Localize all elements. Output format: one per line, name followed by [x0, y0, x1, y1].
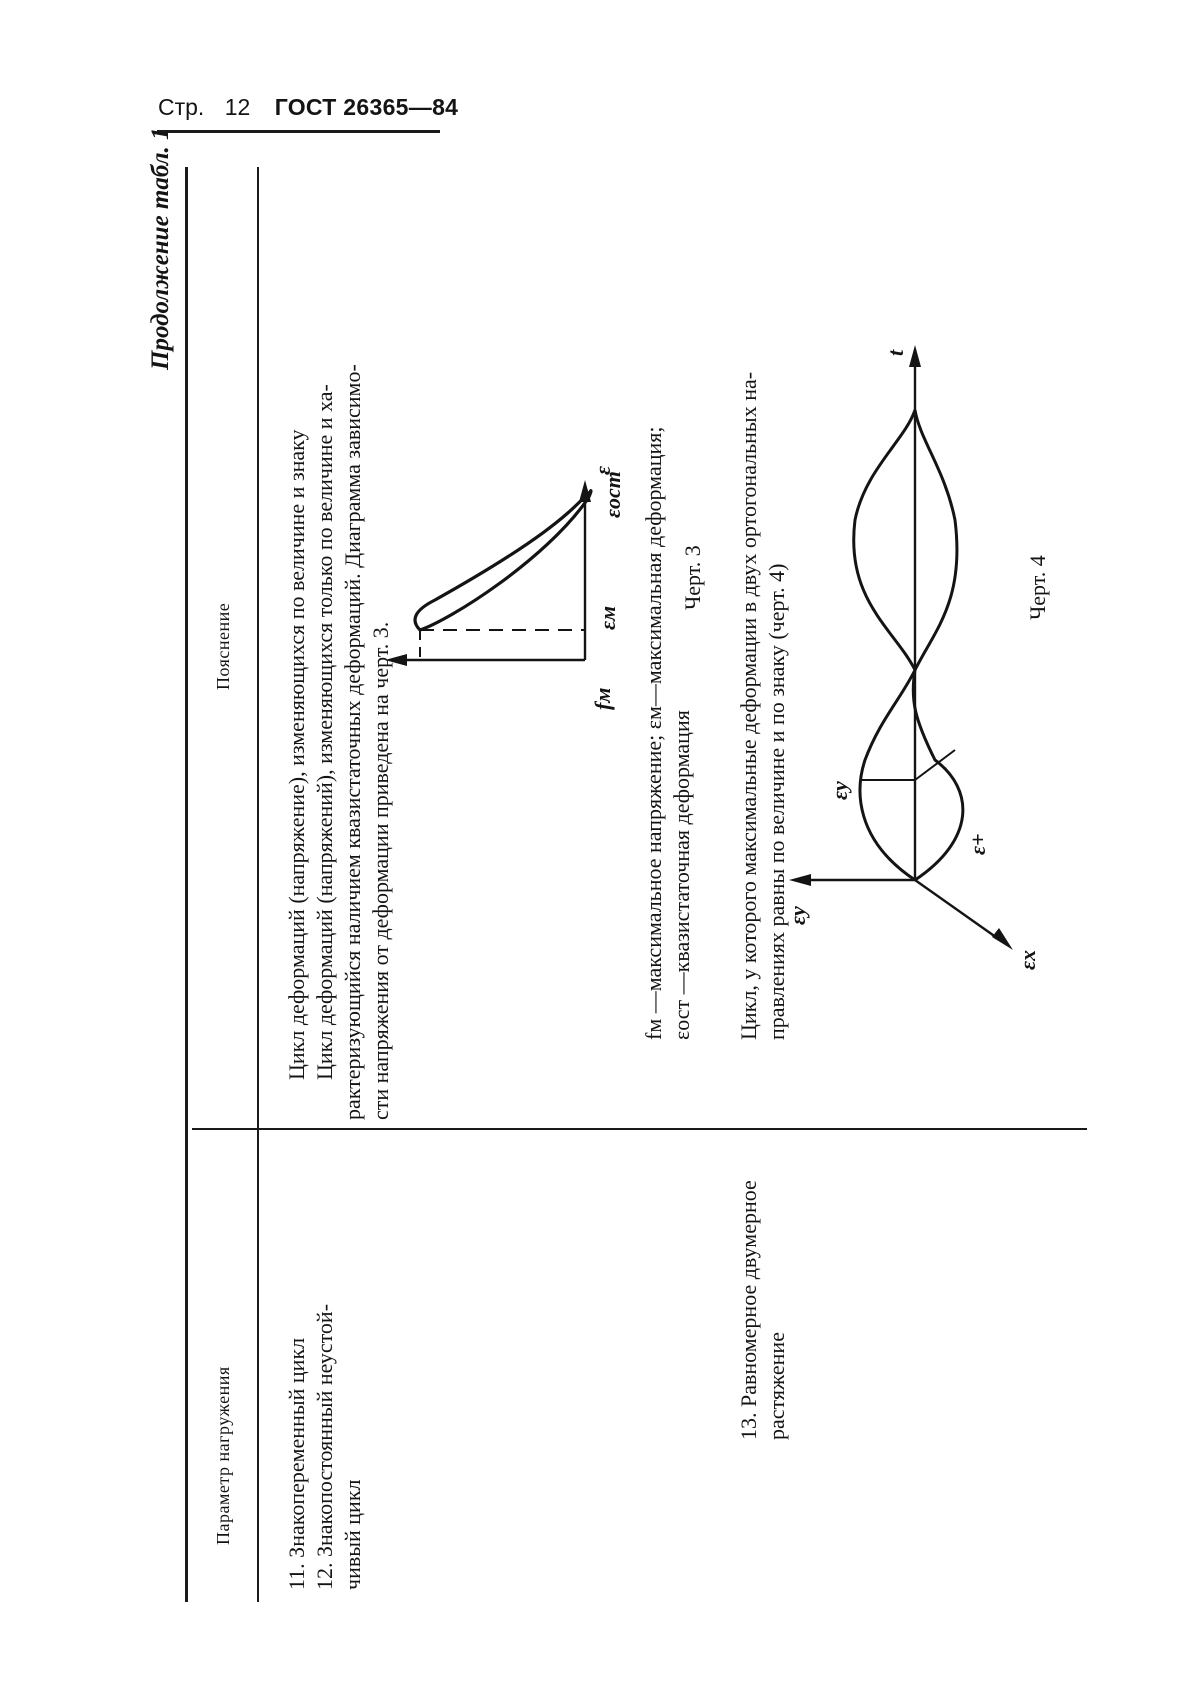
wave-2 — [852, 409, 965, 882]
figure-4-caption: Черт. 4 — [1025, 555, 1050, 620]
label-em: εм — [595, 606, 620, 630]
page-header: Стр. 12 ГОСТ 26365—84 — [158, 94, 458, 121]
row-13-param-line1: 13. Равномерное двумерное — [736, 1180, 761, 1440]
row-12-param-line2: чивый цикл — [340, 1479, 365, 1591]
header-rule — [157, 130, 440, 133]
hysteresis-loop — [413, 489, 593, 632]
standard-code: ГОСТ 26365—84 — [274, 94, 459, 120]
figure-4-biaxial-diagram: t εx εy εy ε+ — [785, 345, 1040, 970]
row-12-param-line1: 12. Знакопостоянный неустой- — [312, 1303, 337, 1590]
row-12-explanation-line2: рактеризующийся наличием квазистаточных … — [340, 364, 365, 1120]
figure-3-legend-line1: fм —максимальное напряжение; εм—максимал… — [641, 426, 666, 1041]
label-fm: fм — [590, 688, 615, 710]
label-ey-axis: εy — [785, 906, 810, 925]
row-11-param: 11. Знакопеременный цикл — [284, 1337, 309, 1590]
f-axis-arrow — [385, 654, 407, 666]
label-t: t — [883, 349, 908, 356]
row-13-param-line2: растяжение — [764, 1332, 789, 1440]
label-ex: εx — [1015, 950, 1040, 970]
figure-3-caption: Черт. 3 — [680, 545, 705, 610]
label-e-axis: ε — [590, 466, 615, 475]
page-label: Стр. — [158, 94, 205, 120]
row-12-explanation-line1: Цикл деформаций (напряжений), изменяющих… — [312, 384, 337, 1080]
label-ey: εy — [827, 781, 852, 800]
label-eplus: ε+ — [965, 833, 990, 855]
column-header-param: Параметр нагружения — [213, 1366, 233, 1545]
ex-axis — [914, 879, 1001, 941]
figure-3-stress-strain-diagram: fм ε εм εост — [385, 466, 625, 710]
row-11-explanation: Цикл деформаций (напряжение), изменяющих… — [284, 429, 309, 1080]
wave-1 — [858, 409, 959, 882]
column-header-explanation: Пояснение — [213, 602, 233, 690]
table-header-rule — [257, 167, 259, 1602]
row-13-explanation-line1: Цикл, у которого максимальные деформации… — [736, 371, 761, 1040]
label-eost: εост — [600, 471, 625, 518]
table-continuation: Продолжение табл. 1 — [147, 127, 174, 370]
rotated-table: Продолжение табл. 1 Параметр нагружения … — [147, 0, 1187, 1700]
figure-3-legend-line2: εост —квазистаточная деформация — [669, 710, 694, 1040]
page-number: 12 — [224, 94, 251, 120]
table-top-border — [185, 167, 188, 1602]
column-divider — [192, 1128, 1087, 1130]
